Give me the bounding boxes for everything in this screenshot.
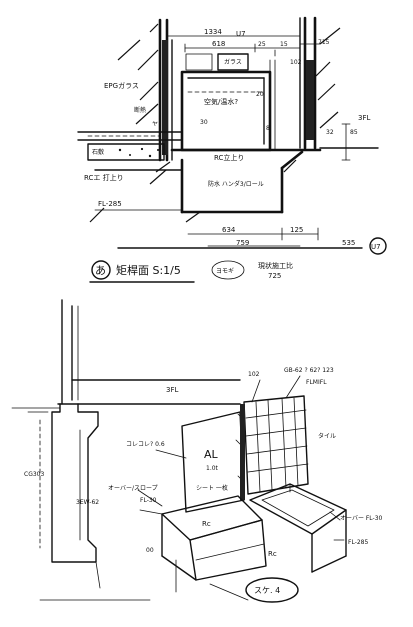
left-wall [117,18,173,162]
perspective-detail-b: 3FL CG303 3EW-62 GB-62 ? 62? 123 102 FLM… [11,299,383,603]
label-rc-finish-center: RC立上り [214,153,244,162]
label-fl-285: FL-285 [98,200,122,208]
top-dimensions [167,35,321,57]
moss-note: ヨモギ [211,260,245,280]
label-u7-top: U7 [236,30,246,38]
dim-25: 25 [258,41,266,48]
left-profile [27,403,151,601]
label-b-tile: タイル [318,432,336,440]
leaders [137,375,345,541]
slab-3fl [77,131,379,152]
dim-535: 535 [342,239,355,247]
label-existing-note: 現状施工比 [258,261,293,270]
right-dims [341,123,351,161]
dim-125: 125 [290,226,303,234]
label-b-slope-left: オーバー/スロープ [108,485,158,492]
dim-15: 15 [280,41,288,48]
dim-1334: 1334 [204,28,222,36]
dim-618: 618 [212,40,225,48]
lower-step [139,495,267,601]
label-b-cg303: CG303 [24,471,44,478]
label-b-al-sub: 1.0t [206,465,219,472]
right-wall [299,16,341,150]
label-stone: 石敷 [92,148,104,156]
dim-8: 8 [266,125,270,132]
rc-block [89,150,304,223]
title-a-text: 矩桿面 S:1/5 [116,263,181,277]
dim-634: 634 [222,226,236,234]
label-3fl: 3FL [358,114,370,122]
dim-20: 20 [256,91,264,98]
dim-32: 32 [326,129,334,136]
bottom-dimensions [117,227,363,249]
title-b-text: スケ. 4 [254,586,280,595]
dim-725: 725 [268,272,281,280]
label-b-rc-left: Rc [202,520,211,528]
label-b-fl285-right: FL-285 [348,539,368,546]
dim-759: 759 [236,239,249,247]
title-a-circle: あ [95,264,106,277]
label-b-fl30-right: オーバー FL-30 [340,515,383,522]
label-b-00: 00 [146,547,154,554]
label-insulation: 断熱 [134,106,146,114]
label-rc-finish-left: RCエ 打上り [84,173,124,182]
label-glass-note: ガラス [224,58,242,66]
left-tall-wall [11,299,241,409]
label-b-rc-center: Rc [268,550,277,558]
label-ku: ヤ [152,121,158,128]
label-b-sheet: シート 一枚 [196,484,228,492]
stone-band [87,143,165,161]
label-b-note-left: コレコレ? 0.6 [126,441,165,448]
label-b-3fl: 3FL [166,386,178,394]
dim-30: 30 [200,119,208,126]
title-b: スケ. 4 [245,577,299,603]
label-b-dim: 3EW-62 [76,499,99,506]
tile-wall [240,395,309,500]
title-a: あ 矩桿面 S:1/5 [89,260,195,283]
label-protect-note: 防水 ハンダ3/ロール [208,180,264,188]
dim-715: 715 [318,39,330,46]
label-b-gb: GB-62 ? 62? 123 [284,367,334,374]
svg-text:U7: U7 [371,243,381,251]
section-detail-a: 1334 618 25 15 715 102 20 32 85 8 30 634… [77,16,387,283]
label-b-fl30-left: FL-30 [140,497,157,504]
svg-text:ヨモギ: ヨモギ [216,268,234,275]
label-b-102: 102 [248,371,260,378]
u7-marker: U7 [369,237,387,255]
label-epg-glass: EPGガラス [104,81,139,90]
label-b-al: AL [204,448,219,461]
dim-85: 85 [350,129,358,136]
dim-102: 102 [290,59,302,66]
right-tray [249,483,347,573]
label-void-space: 空気/温水? [204,97,238,106]
label-b-flmifl: FLMIFL [306,379,327,386]
